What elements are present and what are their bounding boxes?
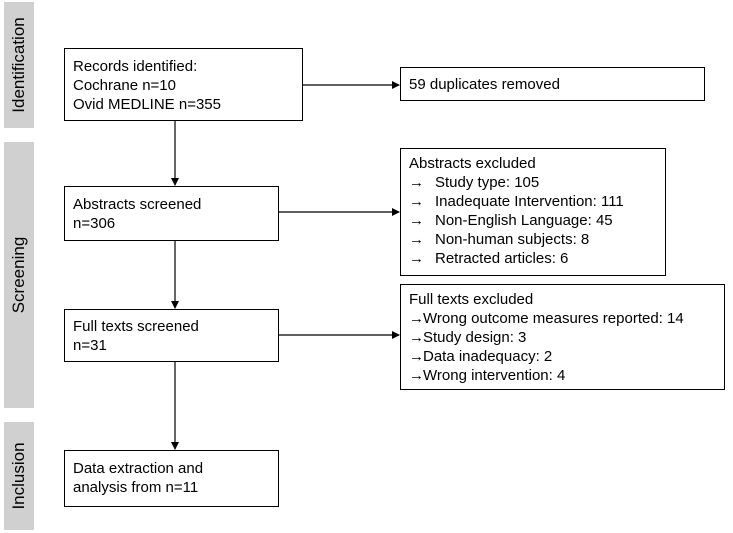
stage-screening: Screening [4,142,34,408]
abstracts-screened-title: Abstracts screened [73,196,202,213]
data-extraction-line-1: Data extraction and [73,460,204,477]
list-item: →Non-English Language: 45 [409,212,613,229]
arrow-icon: → [409,212,424,229]
arrow-icon: → [409,193,424,210]
list-item: →Retracted articles: 6 [409,250,569,267]
full-texts-screened-box: Full texts screened n=31 [64,309,279,362]
stage-inclusion: Inclusion [4,422,34,530]
data-extraction-box: Data extraction and analysis from n=11 [64,450,279,507]
duplicates-text: 59 duplicates removed [409,76,560,93]
abstracts-excluded-title: Abstracts excluded [409,155,536,172]
arrow-icon: → [409,348,424,365]
duplicates-box: 59 duplicates removed [400,67,705,101]
arrow-icon: → [409,231,424,248]
arrow-icon: → [409,310,424,327]
full-texts-screened-count: n=31 [73,337,107,354]
abstracts-screened-box: Abstracts screened n=306 [64,186,279,241]
full-texts-screened-title: Full texts screened [73,318,199,335]
list-item: →Inadequate Intervention: 111 [409,193,624,210]
list-item: →Data inadequacy: 2 [409,348,553,365]
list-item: →Non-human subjects: 8 [409,231,590,248]
arrow-icon: → [409,174,424,191]
arrow-icon: → [409,250,424,267]
data-extraction-line-2: analysis from n=11 [73,479,199,496]
records-title: Records identified: [73,58,198,75]
abstracts-screened-count: n=306 [73,215,116,232]
arrow-icon: → [409,367,424,384]
full-texts-excluded-title: Full texts excluded [409,291,534,308]
stage-identification: Identification [4,2,34,128]
list-item: →Wrong outcome measures reported: 14 [409,310,684,327]
records-medline: Ovid MEDLINE n=355 [73,96,221,113]
abstracts-excluded-box: Abstracts excluded →Study type: 105 →Ina… [400,148,666,276]
records-cochrane: Cochrane n=10 [73,77,176,94]
list-item: →Study type: 105 [409,174,540,191]
records-identified-box: Records identified: Cochrane n=10 Ovid M… [64,48,303,121]
list-item: →Wrong intervention: 4 [409,367,566,384]
list-item: →Study design: 3 [409,329,527,346]
arrow-icon: → [409,329,424,346]
full-texts-excluded-box: Full texts excluded →Wrong outcome measu… [400,284,725,390]
